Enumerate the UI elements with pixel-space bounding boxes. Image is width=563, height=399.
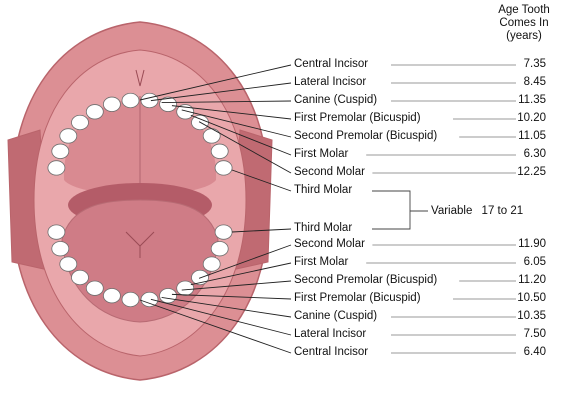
upper-canine-cuspid-label: Canine (Cuspid) — [294, 94, 377, 107]
lower-lateral-incisor-label: Lateral Incisor — [294, 328, 366, 341]
upper-tooth — [103, 97, 120, 111]
lower-second-molar-label: Second Molar — [294, 238, 365, 251]
lower-second-premolar-bicuspid-label: Second Premolar (Bicuspid) — [294, 274, 437, 287]
lower-tooth — [48, 225, 65, 239]
upper-second-premolar-bicuspid-label: Second Premolar (Bicuspid) — [294, 130, 437, 143]
lower-second-molar-age: 11.90 — [502, 238, 546, 251]
lower-central-incisor-age: 6.40 — [502, 346, 546, 359]
lower-canine-cuspid-label: Canine (Cuspid) — [294, 310, 377, 323]
upper-tooth — [122, 93, 139, 107]
upper-canine-cuspid-age: 11.35 — [502, 94, 546, 107]
lower-tooth — [177, 281, 194, 295]
upper-second-molar-label: Second Molar — [294, 166, 365, 179]
upper-first-premolar-bicuspid-age: 10.20 — [502, 112, 546, 125]
lower-tooth — [215, 225, 232, 239]
lower-tooth — [72, 270, 89, 284]
variable-label: Variable — [431, 205, 472, 217]
lower-tooth — [86, 281, 103, 295]
upper-tooth — [52, 144, 69, 158]
upper-central-incisor-label: Central Incisor — [294, 58, 368, 71]
lower-first-premolar-bicuspid-label: First Premolar (Bicuspid) — [294, 292, 421, 305]
header-line-2: Comes In — [489, 17, 559, 30]
upper-lateral-incisor-label: Lateral Incisor — [294, 76, 366, 89]
upper-tooth — [48, 161, 65, 175]
upper-lateral-incisor-age: 8.45 — [502, 76, 546, 89]
lower-tooth — [203, 257, 220, 271]
upper-first-molar-age: 6.30 — [502, 148, 546, 161]
upper-tooth — [211, 144, 228, 158]
lower-tooth — [60, 257, 77, 271]
lower-central-incisor-label: Central Incisor — [294, 346, 368, 359]
lower-canine-cuspid-age: 10.35 — [502, 310, 546, 323]
upper-central-incisor-age: 7.35 — [502, 58, 546, 71]
lower-first-premolar-bicuspid-age: 10.50 — [502, 292, 546, 305]
upper-tooth — [86, 105, 103, 119]
mouth — [8, 22, 272, 380]
upper-first-molar-label: First Molar — [294, 148, 348, 161]
upper-second-premolar-bicuspid-age: 11.05 — [502, 130, 546, 143]
lower-first-molar-label: First Molar — [294, 256, 348, 269]
lower-tooth — [122, 292, 139, 306]
upper-second-molar-age: 12.25 — [502, 166, 546, 179]
lower-tooth — [141, 292, 158, 306]
lower-first-molar-age: 6.05 — [502, 256, 546, 269]
lower-tooth — [52, 241, 69, 255]
upper-tooth — [215, 161, 232, 175]
lower-tooth — [103, 288, 120, 302]
lower-third-molar-label: Third Molar — [294, 222, 352, 235]
upper-third-molar-label: Third Molar — [294, 184, 352, 197]
header-line-1: Age Tooth — [489, 4, 559, 17]
variable-range: 17 to 21 — [482, 205, 524, 217]
upper-tooth — [72, 115, 89, 129]
header-line-3: (years) — [489, 30, 559, 43]
lower-tooth — [211, 241, 228, 255]
lower-lateral-incisor-age: 7.50 — [502, 328, 546, 341]
upper-tooth — [203, 129, 220, 143]
third-molar-bracket — [372, 191, 428, 229]
age-column-header: Age Tooth Comes In (years) — [489, 4, 559, 43]
lower-tooth — [160, 288, 177, 302]
third-molar-age-note: Variable 17 to 21 — [431, 205, 523, 218]
upper-tooth — [60, 129, 77, 143]
lower-second-premolar-bicuspid-age: 11.20 — [502, 274, 546, 287]
upper-first-premolar-bicuspid-label: First Premolar (Bicuspid) — [294, 112, 421, 125]
